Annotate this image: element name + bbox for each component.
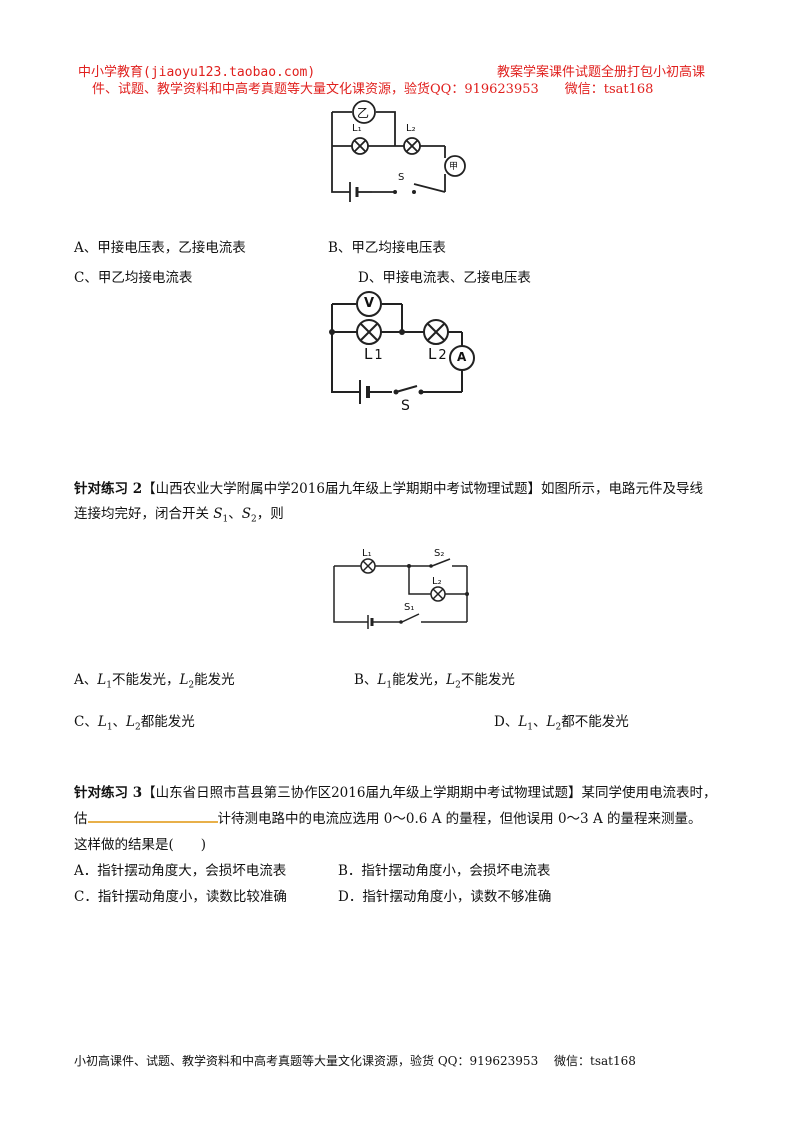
header-left: 中小学教育(jiaoyu123.taobao.com): [78, 65, 316, 80]
q1-option-b: B、甲乙均接电压表: [328, 240, 446, 256]
q3-stem-tail: 某同学使用电流表时，: [581, 785, 717, 801]
fig1-label-s: S: [398, 172, 405, 183]
fig3-label-l2: L₂: [432, 576, 442, 587]
q1-option-c: C、甲乙均接电流表: [74, 270, 193, 286]
q2-title: 针对练习 2: [74, 481, 143, 497]
q3-stem-line1: 针对练习 3【山东省日照市莒县第三协作区2016届九年级上学期期中考试物理试题】…: [74, 781, 716, 801]
q2-stem-line1: 针对练习 2【山西农业大学附属中学2016届九年级上学期期中考试物理试题】如图所…: [74, 477, 703, 497]
q3-stem-line3: 这样做的结果是( ): [74, 837, 207, 853]
header-right: 教案学案课件试题全册打包小初高课: [497, 65, 706, 80]
q2-source: 【山西农业大学附属中学2016届九年级上学期期中考试物理试题】: [142, 481, 541, 497]
q2-option-d: D、L1、L2都不能发光: [494, 714, 629, 733]
header-line2: 件、试题、教学资料和中高考真题等大量文化课资源，验货QQ：919623953 微…: [92, 82, 654, 97]
fig3-label-s1: S₁: [404, 602, 415, 613]
q3-stem-line2: 估计待测电路中的电流应选用 0～0.6 A 的量程，但他误用 0～3 A 的量程…: [74, 809, 702, 827]
fig2-label-a: A: [457, 350, 467, 364]
q2-stem-line2: 连接均完好，闭合开关 S1、S2，则: [74, 506, 284, 525]
fig2-label-s: S: [401, 398, 410, 414]
q3-source: 【山东省日照市莒县第三协作区2016届九年级上学期期中考试物理试题】: [142, 785, 582, 801]
q1-option-d: D、甲接电流表、乙接电压表: [358, 270, 531, 286]
fig1-label-jia: 甲: [449, 162, 459, 172]
q3-option-a: A．指针摆动角度大，会损坏电流表: [74, 863, 287, 879]
q2-stem-tail: 如图所示，电路元件及导线: [540, 481, 703, 497]
q2-option-a: A、L1不能发光，L2能发光: [74, 672, 235, 691]
q3-title: 针对练习 3: [74, 785, 143, 801]
fig3-label-s2: S₂: [434, 548, 445, 559]
q3-option-b: B．指针摆动角度小，会损坏电流表: [338, 863, 551, 879]
fig2-label-v: V: [364, 296, 375, 311]
q2-option-c: C、L1、L2都能发光: [74, 714, 195, 733]
fig1-label-l2: L₂: [406, 123, 416, 134]
watermark-underline: [87, 809, 218, 823]
q3-option-d: D．指针摆动角度小，读数不够准确: [338, 889, 552, 905]
fig3-label-l1: L₁: [362, 548, 372, 559]
fig1-label-l1: L₁: [352, 123, 362, 134]
fig1-label-yi: 乙: [357, 106, 370, 120]
page-footer: 小初高课件、试题、教学资料和中高考真题等大量文化课资源，验货 QQ：919623…: [74, 1054, 636, 1068]
q2-option-b: B、L1能发光，L2不能发光: [354, 672, 515, 691]
q3-option-c: C．指针摆动角度小，读数比较准确: [74, 889, 287, 905]
q1-option-a: A、甲接电压表，乙接电流表: [74, 240, 246, 256]
